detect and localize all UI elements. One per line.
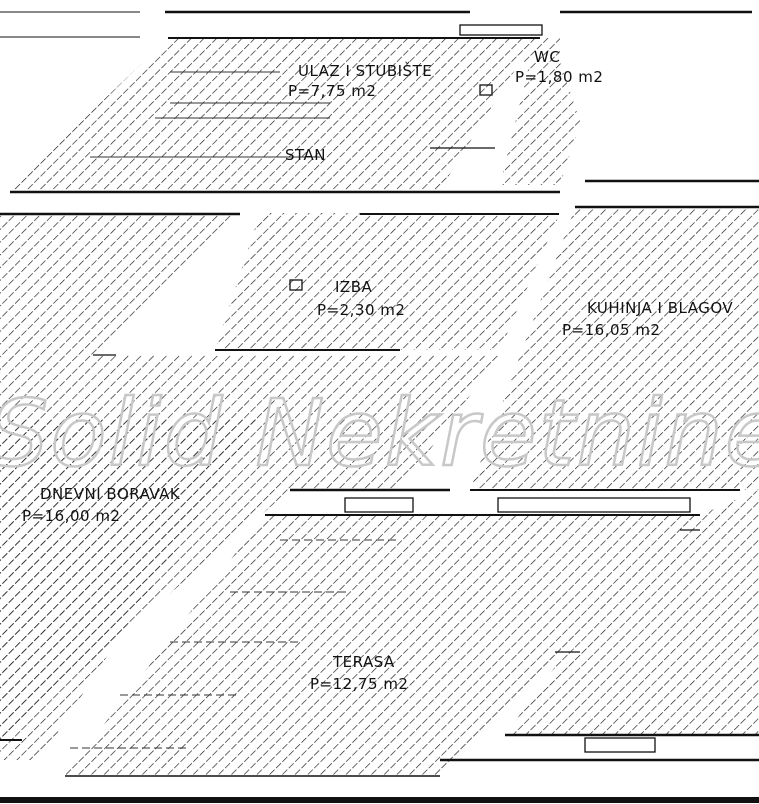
window-bottom-right — [584, 737, 656, 753]
room-name-terasa: TERASA — [332, 653, 395, 671]
room-name-dnevni: DNEVNI BORAVAK — [40, 485, 181, 503]
window-mid-1 — [344, 497, 414, 513]
room-name-stan: STAN — [285, 146, 326, 164]
room-area-wc: P=1,80 m2 — [515, 68, 603, 86]
room-labels: ULAZ I STUBIŠTE P=7,75 m2 WC P=1,80 m2 S… — [22, 48, 733, 693]
floor-area-izba — [215, 213, 560, 350]
room-name-kuhinja: KUHINJA I BLAGOV — [587, 299, 733, 317]
blank-areas — [0, 0, 759, 213]
floor-area-ulaz — [10, 38, 560, 190]
stairs — [70, 71, 400, 749]
walls — [0, 10, 759, 803]
hatched-floor-areas — [0, 38, 759, 775]
floor-area-terasa — [65, 515, 700, 775]
room-area-izba: P=2,30 m2 — [317, 301, 405, 319]
door-frame-izba — [289, 279, 303, 291]
room-area-dnevni: P=16,00 m2 — [22, 507, 120, 525]
room-area-kuhinja: P=16,05 m2 — [562, 321, 660, 339]
windows-and-doors — [93, 24, 700, 753]
room-area-terasa: P=12,75 m2 — [310, 675, 408, 693]
door-frame-wc — [479, 84, 493, 96]
window-mid-2 — [497, 497, 691, 513]
floor-area-lower-right — [505, 490, 759, 735]
floor-area-kuhinja — [470, 208, 759, 490]
window-top-1 — [459, 24, 543, 36]
watermark: Solid Nekretnine — [0, 380, 759, 487]
floor-area-middle-left — [0, 213, 240, 505]
floor-area-dnevni — [0, 420, 260, 760]
room-name-ulaz: ULAZ I STUBIŠTE — [298, 61, 432, 80]
room-name-izba: IZBA — [335, 278, 372, 296]
room-area-ulaz: P=7,75 m2 — [288, 82, 376, 100]
room-name-wc: WC — [534, 48, 560, 66]
